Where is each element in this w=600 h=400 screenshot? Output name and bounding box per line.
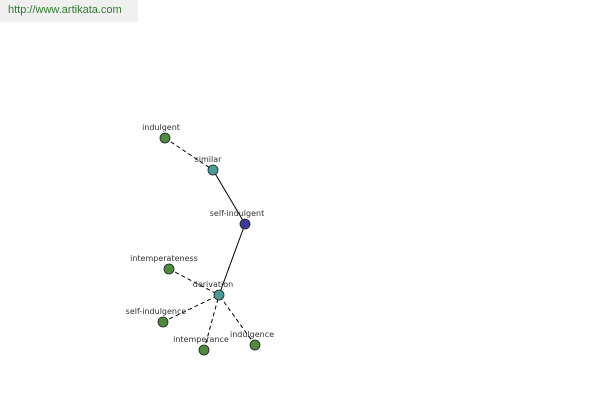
node-derivation[interactable] [213, 289, 225, 301]
graph-labels: indulgent similar self-indulgent derivation… [126, 123, 274, 344]
node-label-intemperateness[interactable]: intemperateness [130, 254, 198, 263]
node-intemperance[interactable] [198, 344, 210, 356]
node-intemperateness[interactable] [163, 263, 175, 275]
node-indulgence[interactable] [249, 339, 261, 351]
edge-indulgence-derivation [218, 294, 256, 346]
node-label-self-indulgent[interactable]: self-indulgent [210, 209, 264, 218]
node-label-derivation[interactable]: derivation [193, 280, 233, 289]
node-self-indulgent[interactable] [239, 218, 251, 230]
node-label-indulgence[interactable]: indulgence [230, 330, 274, 339]
edge-intemperateness-derivation [168, 268, 220, 296]
node-label-similar[interactable]: similar [195, 155, 223, 164]
edge-self-indulgent-derivation [218, 223, 246, 296]
site-url-link[interactable]: http://www.artikata.com [8, 4, 122, 16]
url-banner: http://www.artikata.com [0, 0, 138, 22]
edge-intemperance-derivation [203, 294, 220, 351]
graph-nodes [157, 132, 261, 356]
node-indulgent[interactable] [159, 132, 171, 144]
node-label-intemperance[interactable]: intemperance [173, 335, 229, 344]
node-label-indulgent[interactable]: indulgent [142, 123, 180, 132]
node-similar[interactable] [207, 164, 219, 176]
node-self-indulgence[interactable] [157, 316, 169, 328]
edge-similar-self-indulgent [212, 169, 246, 225]
node-label-self-indulgence[interactable]: self-indulgence [126, 307, 187, 316]
edge-indulgent-similar [164, 137, 214, 171]
graph-edges [162, 137, 256, 351]
edge-self-indulgence-derivation [162, 294, 220, 323]
